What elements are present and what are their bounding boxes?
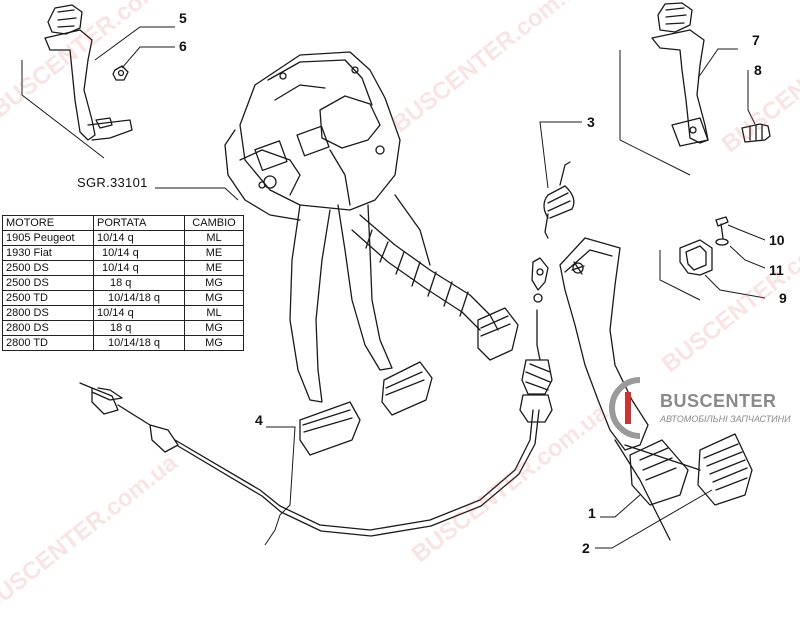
header-motore: MOTORE	[2, 215, 94, 231]
pedal-box-bracket	[224, 51, 401, 221]
clutch-pedal	[559, 237, 689, 506]
cell-portata: 18 q	[93, 275, 185, 291]
cell-portata: 10/14 q	[93, 305, 185, 321]
callout-6: 6	[179, 38, 187, 54]
upper-bracket-left	[44, 4, 133, 141]
cell-portata: 10/14 q	[93, 260, 185, 276]
cell-cambio: MG	[184, 275, 244, 291]
cell-portata: 10/14 q	[93, 230, 185, 246]
callout-9: 9	[779, 290, 787, 306]
cell-cambio: ML	[184, 305, 244, 321]
cell-motore: 1930 Fiat	[2, 245, 94, 261]
bracket-lattice	[351, 194, 499, 331]
cell-cambio: ME	[184, 245, 244, 261]
stop-block	[679, 216, 729, 276]
table-row: 1930 Fiat 10/14 q ME	[2, 245, 244, 261]
table-row: 2800 TD 10/14/18 q MG	[2, 335, 244, 351]
reference-code: SGR.33101	[77, 175, 148, 190]
callout-11: 11	[769, 262, 784, 278]
cell-motore: 2500 DS	[2, 275, 94, 291]
table-row: 2800 DS 18 q MG	[2, 320, 244, 336]
callout-1: 1	[588, 505, 596, 521]
clutch-pedal-arm	[337, 204, 433, 416]
callout-3: 3	[587, 114, 595, 130]
cell-cambio: ML	[184, 230, 244, 246]
callout-7: 7	[752, 32, 760, 48]
logo-subtitle: АВТОМОБІЛЬНІ ЗАПЧАСТИНИ	[660, 414, 791, 424]
small-pedal-pad	[477, 307, 519, 361]
cell-portata: 10/14/18 q	[93, 290, 185, 306]
cell-motore: 1905 Peugeot	[2, 230, 94, 246]
table-row: 1905 Peugeot 10/14 q ML	[2, 230, 244, 246]
cell-cambio: MG	[184, 335, 244, 351]
table-row: 2500 DS 18 q MG	[2, 275, 244, 291]
cell-portata: 18 q	[93, 320, 185, 336]
callout-4: 4	[255, 412, 263, 428]
header-cambio: CAMBIO	[184, 215, 244, 231]
pedal-assembly-diagram	[21, 2, 771, 549]
cell-motore: 2500 TD	[2, 290, 94, 306]
table-row: 2500 TD 10/14/18 q MG	[2, 290, 244, 306]
cell-portata: 10/14 q	[93, 245, 185, 261]
table-row: 2500 DS 10/14 q ME	[2, 260, 244, 276]
cell-motore: 2500 DS	[2, 260, 94, 276]
callout-2: 2	[582, 540, 590, 556]
return-spring	[543, 161, 575, 239]
brake-pedal-arm	[289, 204, 361, 456]
logo-name: BUSCENTER	[660, 391, 777, 411]
cell-cambio: MG	[184, 290, 244, 306]
cell-motore: 2800 TD	[2, 335, 94, 351]
header-portata: PORTATA	[93, 215, 185, 231]
table-header-row: MOTORE PORTATA CAMBIO	[2, 215, 244, 231]
callout-5: 5	[179, 10, 187, 26]
cell-motore: 2800 DS	[2, 305, 94, 321]
upper-bracket-right	[651, 2, 771, 147]
callout-8: 8	[754, 62, 762, 78]
logo-mark	[609, 377, 641, 439]
clutch-cable	[79, 257, 553, 537]
table-row: 2800 DS 10/14 q ML	[2, 305, 244, 321]
cell-cambio: MG	[184, 320, 244, 336]
cell-cambio: ME	[184, 260, 244, 276]
brake-pedal-pad	[614, 433, 753, 541]
cell-motore: 2800 DS	[2, 320, 94, 336]
callout-10: 10	[769, 232, 785, 248]
engine-spec-table: MOTORE PORTATA CAMBIO 1905 Peugeot 10/14…	[2, 215, 244, 351]
cell-portata: 10/14/18 q	[93, 335, 185, 351]
